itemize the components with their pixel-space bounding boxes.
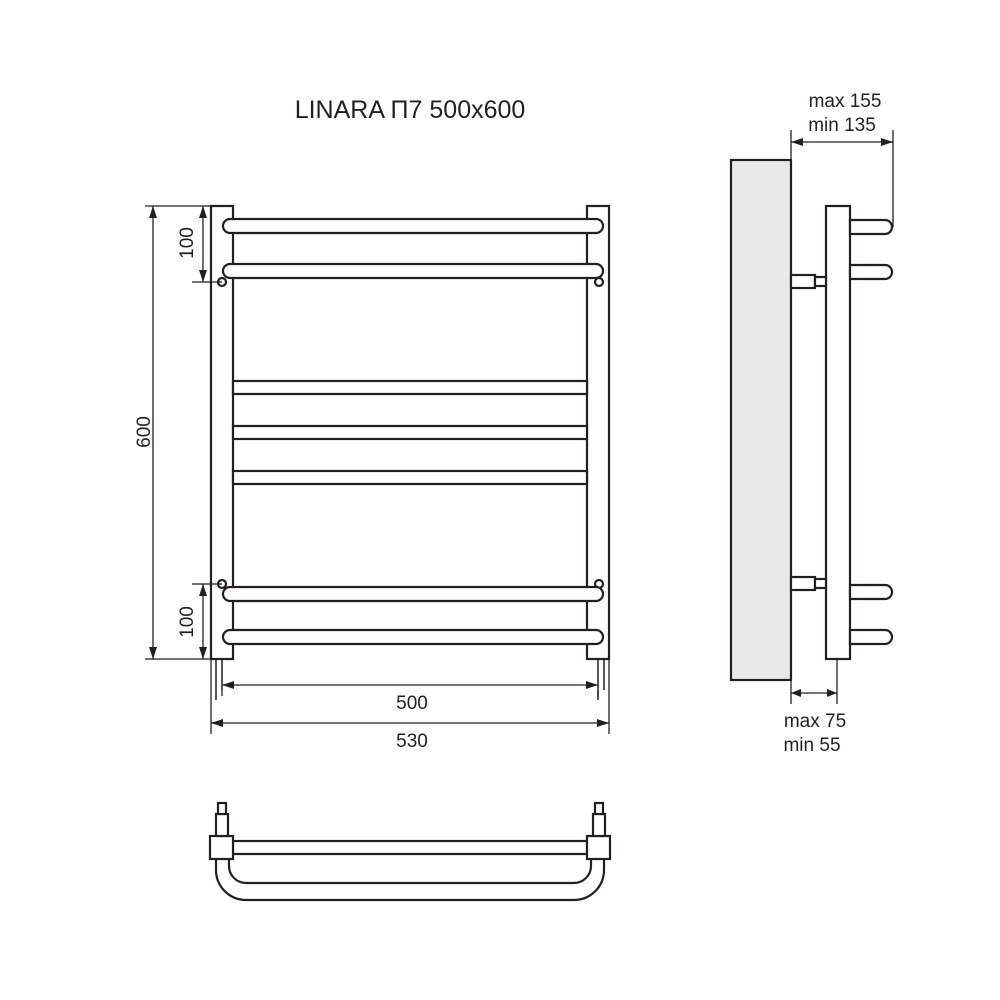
dimension-spacing-top-100: 100: [177, 206, 222, 283]
round-bar-bottom-1: [216, 578, 605, 603]
front-view: 600 100 100 500: [134, 204, 611, 752]
round-bar-bottom-2: [221, 628, 605, 646]
side-collector: [824, 204, 852, 661]
dimension-width-530: 530: [210, 659, 610, 752]
flat-bar-1: [231, 379, 589, 396]
top-view: [208, 801, 612, 902]
flat-bar-2: [231, 424, 589, 441]
dimension-depth-top: max 155 min 135: [790, 91, 894, 227]
svg-text:max 155: max 155: [809, 91, 882, 112]
dimension-width-500: 500: [221, 681, 599, 714]
svg-text:100: 100: [177, 606, 198, 638]
right-connector: [585, 834, 612, 861]
wall: [729, 158, 793, 682]
svg-text:min 55: min 55: [783, 735, 840, 756]
svg-text:100: 100: [177, 227, 198, 259]
wall-mount-bottom: [789, 575, 817, 592]
top-straight-bar: [231, 839, 589, 856]
title: LINARA П7 500x600: [295, 96, 526, 124]
svg-text:530: 530: [396, 731, 428, 752]
round-bar-top-1: [221, 217, 605, 235]
svg-text:min 135: min 135: [808, 115, 876, 136]
side-view: max 155 min 135 max 75 min 55: [729, 91, 894, 756]
svg-text:max 75: max 75: [784, 711, 846, 732]
svg-text:600: 600: [134, 416, 155, 448]
wall-mount-top: [789, 273, 817, 290]
dimension-wall-gap: max 75 min 55: [783, 659, 846, 756]
round-bar-top-2: [216, 262, 605, 288]
dimension-spacing-bottom-100: 100: [177, 583, 222, 659]
flat-bar-3: [231, 469, 589, 486]
dimension-height-600: 600: [134, 205, 233, 660]
left-connector: [208, 834, 235, 861]
svg-text:500: 500: [396, 693, 428, 714]
